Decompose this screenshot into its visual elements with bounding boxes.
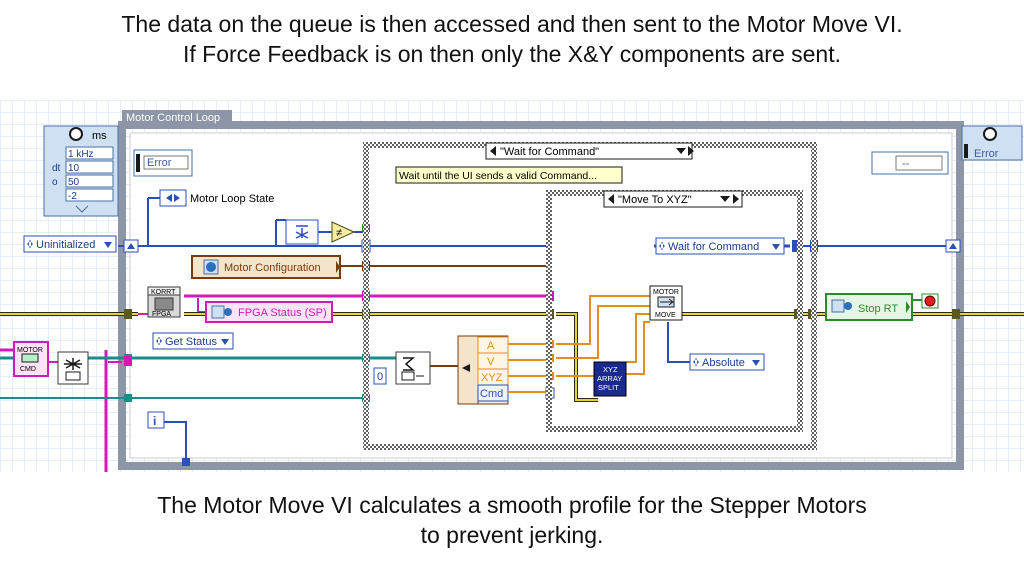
caption-bottom-line-2: to prevent jerking. — [420, 522, 604, 548]
unbundle-by-name-node[interactable] — [285, 219, 319, 245]
caption-top-line-2: If Force Feedback is on then only the X&… — [182, 41, 841, 67]
motion-mode-label: Absolute — [702, 357, 745, 369]
dropdown-arrow-icon — [720, 196, 730, 202]
motor-move-icon-top: MOTOR — [653, 289, 679, 296]
dropdown-arrow-icon — [104, 242, 112, 248]
timing-frequency: 1 kHz — [68, 149, 94, 160]
timing-output-node[interactable]: Error — [961, 125, 1023, 161]
error-in-terminal[interactable]: Error — [133, 149, 193, 177]
get-status-label: Get Status — [165, 336, 217, 348]
error-cluster-constant[interactable]: -- — [871, 151, 949, 175]
next-state-label: Wait for Command — [668, 241, 759, 253]
iteration-label: i — [153, 414, 156, 428]
uninitialized-enum-constant[interactable]: Uninitialized — [23, 235, 117, 253]
dropdown-arrow-icon — [221, 339, 229, 345]
timing-priority: -2 — [68, 191, 77, 202]
decrement-arrow-icon — [490, 146, 496, 156]
unbundle-field: A — [487, 340, 495, 352]
error-out-label: Error — [974, 148, 999, 160]
motor-configuration-label: Motor Configuration — [224, 262, 321, 274]
error-cluster-value: -- — [902, 158, 910, 170]
fpga-icon-bottom: FPGA — [152, 311, 171, 318]
stop-condition-terminal[interactable] — [921, 293, 939, 309]
unbundle-field: XYZ — [481, 372, 503, 384]
fpga-icon-top: KORRT — [151, 289, 176, 296]
motor-move-subvi[interactable]: MOTOR MOVE — [649, 285, 683, 321]
array-split-line: SPLIT — [598, 383, 619, 392]
timing-dt-label: dt — [52, 163, 61, 174]
motor-move-icon-bottom: MOVE — [655, 312, 676, 319]
absolute-enum-constant[interactable]: Absolute — [689, 353, 765, 371]
fpga-status-label: FPGA Status (SP) — [238, 307, 327, 319]
dropdown-arrow-icon — [772, 244, 780, 250]
timing-dt: 10 — [68, 163, 80, 174]
timing-offset: 50 — [68, 177, 80, 188]
motor-cmd-icon-top: MOTOR — [17, 347, 43, 354]
increment-arrow-icon — [688, 146, 694, 156]
array-split-line: ARRAY — [597, 374, 622, 383]
dequeue-element-node[interactable] — [395, 351, 431, 385]
dropdown-arrow-icon — [676, 148, 686, 154]
obtain-queue-node[interactable] — [57, 351, 89, 385]
dropdown-arrow-icon — [752, 360, 760, 366]
caption-top-line-1: The data on the queue is then accessed a… — [121, 11, 903, 37]
globe-icon — [831, 299, 845, 313]
loop-label-text: Motor Control Loop — [126, 112, 220, 124]
inner-case-selector[interactable]: "Move To XYZ" — [603, 190, 743, 208]
unbundle-cluster-node[interactable]: A V XYZ Cmd — [457, 335, 509, 405]
stop-rt-label: Stop RT — [858, 303, 898, 315]
chip-icon — [154, 297, 174, 311]
xyz-array-split-subvi[interactable]: XYZ ARRAY SPLIT — [593, 361, 627, 397]
increment-arrow-icon — [733, 194, 739, 204]
iteration-terminal: i — [147, 411, 165, 429]
error-in-label: Error — [147, 157, 172, 169]
clock-icon — [69, 127, 83, 141]
next-state-enum-constant[interactable]: Wait for Command — [655, 237, 785, 255]
globe-icon — [211, 305, 225, 319]
unbundle-field: Cmd — [480, 388, 503, 400]
motor-cmd-queue-refnum[interactable]: MOTOR CMD — [13, 341, 49, 377]
svg-text:≠: ≠ — [336, 227, 342, 239]
outer-case-label: "Wait for Command" — [500, 146, 599, 158]
fpga-status-property-node[interactable]: FPGA Status (SP) — [205, 301, 333, 323]
dequeue-timeout-value: 0 — [377, 371, 383, 383]
clock-icon — [983, 127, 997, 141]
initial-state-label: Uninitialized — [36, 239, 95, 251]
array-split-line: XYZ — [603, 365, 618, 374]
unbundle-field: V — [487, 356, 495, 368]
motor-loop-state-indicator[interactable]: Motor Loop State — [159, 189, 274, 207]
comment-text: Wait until the UI sends a valid Command.… — [399, 170, 597, 182]
caption-top: The data on the queue is then accessed a… — [0, 9, 1024, 69]
block-diagram: Motor Control Loop ms 1 kHz dt 10 o 50 -… — [0, 100, 1024, 472]
timing-units: ms — [92, 130, 107, 142]
outer-case-selector[interactable]: "Wait for Command" — [485, 142, 694, 160]
motor-loop-state-label: Motor Loop State — [190, 193, 274, 205]
timing-offset-label: o — [52, 177, 58, 188]
loop-label: Motor Control Loop — [122, 110, 232, 125]
unbundle-wires — [508, 343, 546, 393]
inner-case-label: "Move To XYZ" — [618, 194, 692, 206]
get-status-enum-constant[interactable]: Get Status — [152, 332, 234, 350]
dequeue-timeout-constant[interactable]: 0 — [373, 367, 387, 385]
caption-bottom: The Motor Move VI calculates a smooth pr… — [0, 490, 1024, 550]
not-equal-comparison-node[interactable]: ≠ — [331, 221, 356, 243]
stop-icon — [924, 295, 936, 307]
timing-input-node[interactable]: ms 1 kHz dt 10 o 50 -2 — [43, 125, 119, 217]
korrt-fpga-subvi[interactable]: KORRT FPGA — [147, 286, 181, 318]
hourglass-icon — [403, 357, 416, 371]
chevron-down-icon — [75, 205, 89, 213]
motor-cmd-icon-bottom: CMD — [20, 366, 36, 373]
motor-configuration-cluster[interactable]: Motor Configuration — [191, 255, 341, 279]
stop-rt-property-node[interactable]: Stop RT — [825, 293, 913, 321]
caption-bottom-line-1: The Motor Move VI calculates a smooth pr… — [157, 492, 867, 518]
comment-box: Wait until the UI sends a valid Command.… — [395, 166, 623, 184]
decrement-arrow-icon — [608, 194, 614, 204]
